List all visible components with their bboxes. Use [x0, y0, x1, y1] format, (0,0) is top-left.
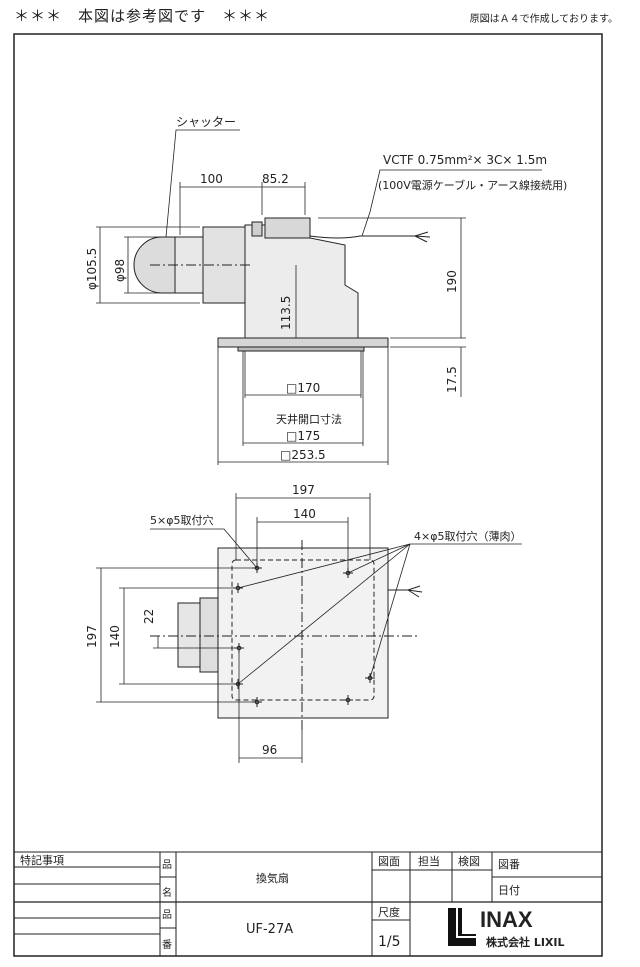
grille: [237, 346, 365, 352]
cable-wires: [414, 231, 431, 243]
dim-17-5: 17.5: [445, 366, 459, 393]
ban-label: 番: [162, 939, 172, 951]
notes-label: 特記事項: [20, 853, 64, 867]
title-block-text: 特記事項 品 名 換気扇 品 番 UF-27A 図面 担当 検図 図番 日付 尺…: [20, 853, 520, 951]
zumen-label: 図面: [378, 855, 400, 868]
mount-holes-4-label: 4×φ5取付穴（薄肉）: [414, 529, 521, 543]
dim-113-5: 113.5: [279, 296, 293, 330]
cable-spec: VCTF 0.75mm²× 3C× 1.5m: [383, 153, 547, 167]
inax-logo-mark-inner: [458, 908, 476, 936]
top-duct-outer: [177, 602, 201, 668]
dim-175: □175: [286, 429, 320, 443]
cable-note: (100V電源ケーブル・アース線接続用): [378, 178, 567, 192]
drawing-frame: [13, 33, 603, 957]
tanto-label: 担当: [418, 854, 440, 868]
ceiling-plate: [217, 547, 389, 719]
dim-140-top: 140: [293, 507, 316, 521]
dim-197-left: 197: [85, 625, 99, 648]
top-cable: [388, 585, 423, 598]
brand-name: INAX: [480, 907, 533, 932]
mount-holes-5-label: 5×φ5取付穴: [150, 513, 213, 527]
top-view-dimensions: [96, 493, 522, 763]
dim-d98: φ98: [113, 259, 127, 282]
title-block: [14, 851, 602, 956]
model-number: UF-27A: [246, 922, 293, 937]
side-view: [133, 217, 431, 352]
body-outline: [231, 559, 375, 701]
dim-190: 190: [445, 270, 459, 293]
inax-logo: INAX 株式会社 LIXIL: [448, 907, 565, 949]
ceiling-flange: [217, 337, 389, 348]
dim-140-left: 140: [108, 625, 122, 648]
hin-label-1: 品: [162, 859, 172, 871]
dim-22: 22: [142, 609, 156, 624]
terminal-box: [264, 217, 311, 239]
dim-253-5: □253.5: [280, 448, 326, 462]
a4-note: 原図はＡ４で作成しております。: [469, 14, 618, 25]
zuban-label: 図番: [498, 858, 520, 871]
top-duct-inner: [199, 597, 219, 673]
dim-85-2: 85.2: [262, 172, 289, 186]
scale-value: 1/5: [378, 934, 401, 950]
dim-100: 100: [200, 172, 223, 186]
company-name: 株式会社 LIXIL: [486, 935, 565, 949]
duct-inner: [174, 236, 204, 294]
side-view-dimensions: [96, 129, 542, 465]
dim-96: 96: [262, 743, 277, 757]
power-cable: [309, 235, 415, 239]
inax-logo-mark: [448, 908, 476, 946]
hin-label-2: 品: [162, 909, 172, 921]
shakudo-label: 尺度: [378, 905, 400, 919]
mei-label: 名: [162, 886, 172, 899]
dim-d105-5: φ105.5: [85, 248, 99, 290]
ceiling-opening-label: 天井開口寸法: [276, 412, 342, 426]
kenzu-label: 検図: [458, 854, 480, 868]
reference-note: ＊＊＊ 本図は参考図です ＊＊＊: [14, 7, 271, 25]
dim-197-top: 197: [292, 483, 315, 497]
drawing-labels: シャッター VCTF 0.75mm²× 3C× 1.5m (100V電源ケーブル…: [85, 115, 567, 757]
clamp: [251, 221, 263, 237]
top-view: [150, 540, 423, 730]
shutter-label: シャッター: [176, 115, 236, 129]
product-name: 換気扇: [256, 871, 289, 885]
dim-170: □170: [286, 381, 320, 395]
hizuke-label: 日付: [498, 884, 520, 897]
